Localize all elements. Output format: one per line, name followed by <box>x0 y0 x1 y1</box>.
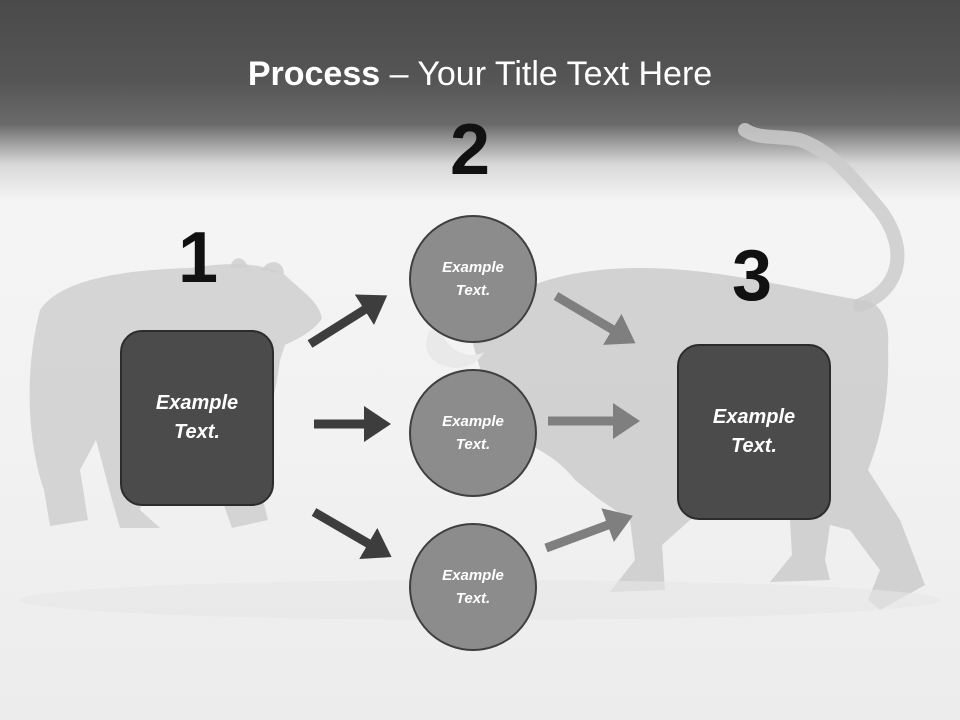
step-3-text: Example Text. <box>712 406 796 457</box>
step-number-2: 2 <box>450 110 491 190</box>
step-1-text: Example Text. <box>155 392 239 443</box>
arrow-top-to-step3 <box>553 292 636 345</box>
arrow-to-top-circle <box>307 294 388 348</box>
circle-bottom-text: Example Text. <box>442 567 504 607</box>
bear-ear-left <box>230 258 248 268</box>
bull-horn <box>426 330 484 368</box>
circle-middle: Example Text. <box>409 369 537 497</box>
title-rest: – Your Title Text Here <box>380 55 713 93</box>
bear-ear-right <box>262 262 284 274</box>
arrow-to-bottom-circle <box>311 508 392 560</box>
step-1-box: Example Text. <box>120 330 274 506</box>
circle-bottom: Example Text. <box>409 523 537 651</box>
step-number-1: 1 <box>178 218 219 298</box>
circle-top-text: Example Text. <box>442 259 504 299</box>
arrow-bottom-to-step3 <box>544 508 633 553</box>
slide-title: Process – Your Title Text Here <box>0 52 960 96</box>
bull-tail <box>738 123 905 312</box>
step-3-box: Example Text. <box>677 344 831 520</box>
circle-middle-text: Example Text. <box>442 413 504 453</box>
circle-top: Example Text. <box>409 215 537 343</box>
step-number-3: 3 <box>732 236 773 316</box>
title-bold: Process <box>247 55 381 93</box>
header-band <box>0 0 960 200</box>
